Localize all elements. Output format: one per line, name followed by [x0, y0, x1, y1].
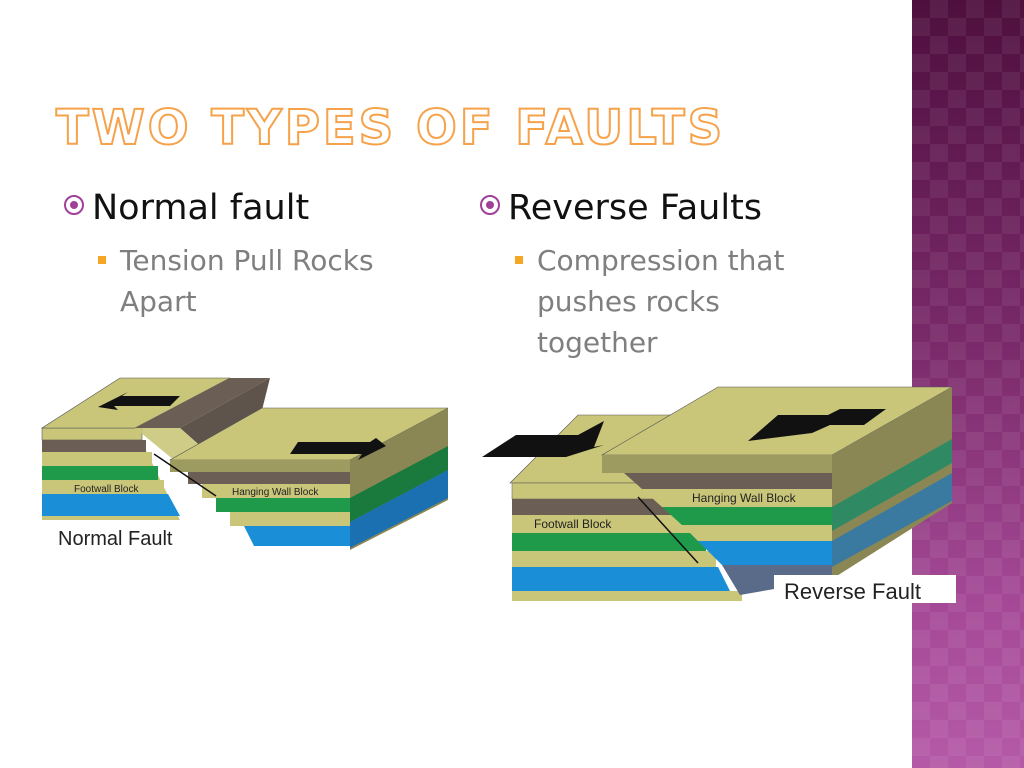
- fault-motion-arrow: [637, 496, 699, 564]
- left-arrow-icon: [98, 392, 180, 410]
- bullet-reverse-faults: Reverse Faults: [480, 188, 762, 228]
- right-arrow-icon: [482, 421, 604, 457]
- bullet-normal-fault: Normal fault: [64, 188, 309, 228]
- reverse-fault-caption: Reverse Fault: [784, 579, 921, 604]
- hanging-wall-block: [168, 407, 449, 550]
- sub-bullet-compression: Compression that pushes rocks together: [515, 240, 837, 363]
- slide-title: Two Types of Faults: [55, 99, 726, 157]
- normal-hanging-wall-label: Hanging Wall Block: [232, 487, 319, 498]
- square-bullet-icon: [515, 256, 523, 264]
- reverse-hanging-wall-label: Hanging Wall Block: [692, 491, 797, 505]
- bullet-normal-fault-text: Normal fault: [92, 188, 310, 228]
- reverse-footwall-label: Footwall Block: [534, 517, 612, 531]
- sidebar-pattern: [912, 0, 1024, 768]
- fault-motion-arrow: [153, 453, 217, 497]
- sub-bullet-compression-text: Compression that pushes rocks together: [537, 244, 785, 359]
- sub-bullet-tension-text: Tension Pull Rocks Apart: [120, 244, 374, 318]
- caption-background: [774, 575, 956, 603]
- left-arrow-icon: [748, 409, 886, 441]
- bullet-circle-icon: [480, 195, 500, 215]
- reverse-fault-diagram: Footwall Block Hanging Wall Block Revers…: [482, 386, 956, 604]
- bullet-reverse-faults-text: Reverse Faults: [508, 188, 763, 228]
- normal-fault-diagram: Footwall Block Hanging Wall Block Normal…: [40, 377, 449, 550]
- sidebar-decoration: [912, 0, 1024, 768]
- normal-footwall-label: Footwall Block: [74, 484, 139, 495]
- sub-bullet-tension: Tension Pull Rocks Apart: [98, 240, 420, 322]
- right-arrow-icon: [290, 438, 386, 460]
- bullet-circle-icon: [64, 195, 84, 215]
- normal-fault-caption: Normal Fault: [58, 528, 173, 550]
- square-bullet-icon: [98, 256, 106, 264]
